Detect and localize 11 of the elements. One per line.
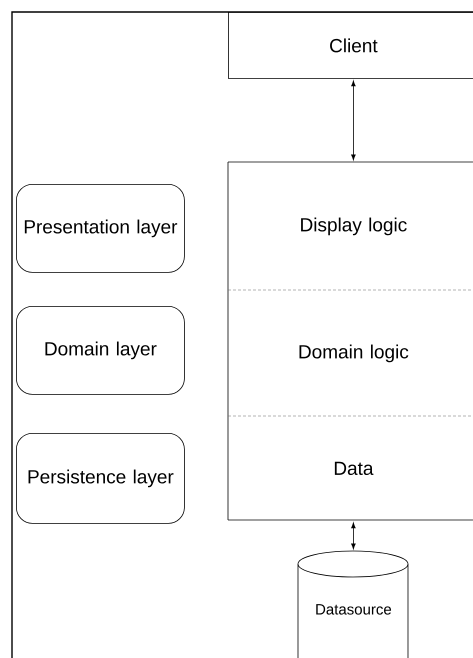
layer-box: Presentation layer xyxy=(16,184,185,273)
layer-box: Persistence layer xyxy=(16,433,185,524)
logic-band: Data xyxy=(228,416,473,520)
database-cylinder: Datasource xyxy=(298,550,408,658)
logic-band: Display logic xyxy=(228,162,473,290)
layer-box: Domain layer xyxy=(16,306,185,395)
arrow xyxy=(351,80,356,160)
arrow xyxy=(351,522,356,550)
client-box: Client xyxy=(228,12,473,79)
logic-band: Domain logic xyxy=(228,290,473,416)
node-label: Datasource xyxy=(316,604,392,615)
